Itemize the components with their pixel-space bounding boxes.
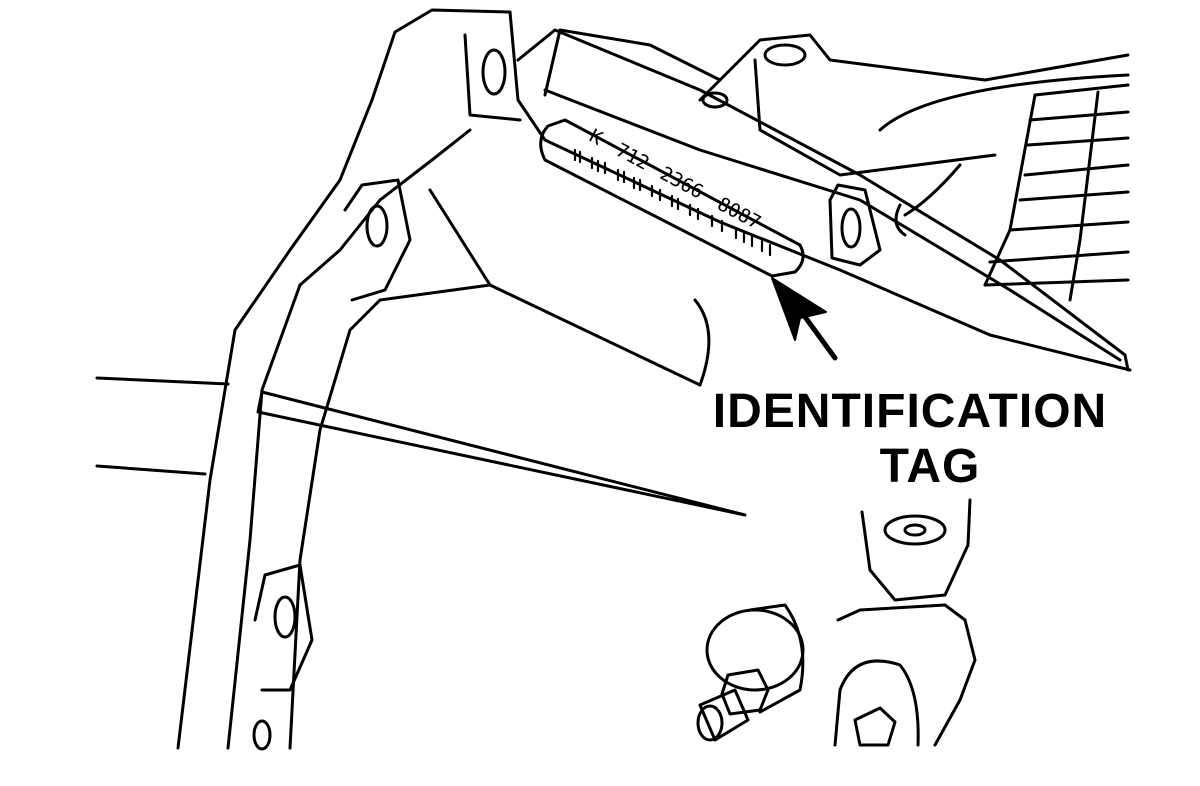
fitting-boss bbox=[705, 608, 805, 692]
rear-housing-wall-2 bbox=[878, 73, 1130, 132]
shaft-line-lower bbox=[95, 464, 207, 476]
bolt-hole-bottom-left bbox=[252, 719, 272, 751]
pan-rail-inner bbox=[543, 88, 1122, 362]
case-body-contour-1 bbox=[378, 283, 702, 387]
rear-boss-hole-2 bbox=[701, 91, 729, 109]
pan-rail-top bbox=[516, 28, 1130, 372]
stud-shaft bbox=[698, 688, 750, 742]
case-flange-inner-2 bbox=[288, 298, 382, 750]
lower-boss-right bbox=[860, 498, 972, 602]
case-body-contour-2 bbox=[428, 188, 492, 287]
case-flange-outline bbox=[176, 8, 1132, 750]
bolt-hole-left-lower bbox=[273, 595, 297, 639]
tag-plate bbox=[539, 118, 805, 278]
top-ear-rib bbox=[463, 33, 522, 122]
case-flange-inner bbox=[226, 128, 472, 750]
lower-fitting-body-2 bbox=[833, 659, 920, 747]
lower-boss-hole-inner bbox=[903, 523, 927, 537]
left-lower-ear bbox=[253, 563, 314, 692]
tag-code-1: K bbox=[586, 125, 607, 150]
housing-rib-grid bbox=[894, 83, 1130, 302]
bolt-hole-right bbox=[840, 207, 862, 249]
rear-boss-hole bbox=[763, 43, 807, 67]
left-upper-ear bbox=[343, 178, 412, 302]
callout-label-line2: TAG bbox=[879, 440, 981, 493]
tag-barcode bbox=[573, 148, 772, 257]
stud-tip bbox=[696, 704, 724, 742]
rear-housing-outline bbox=[698, 33, 1130, 102]
stud-nut-right bbox=[853, 706, 897, 747]
rear-housing-wall bbox=[753, 58, 997, 177]
bolt-hole-left-upper bbox=[365, 204, 389, 248]
callout-label-line1: IDENTIFICATION bbox=[712, 385, 1108, 438]
callout-arrow bbox=[771, 277, 838, 361]
fitting-boss-side bbox=[748, 603, 805, 714]
case-body-contour-4 bbox=[693, 298, 711, 387]
right-ear bbox=[828, 183, 882, 267]
case-body-contour-3 bbox=[543, 28, 722, 97]
shaft-line-upper bbox=[95, 376, 230, 386]
lower-fitting-body bbox=[836, 603, 977, 747]
lower-boss-hole bbox=[883, 514, 947, 546]
bolt-hole-top bbox=[481, 48, 507, 96]
flange-rib-spike bbox=[256, 390, 747, 517]
